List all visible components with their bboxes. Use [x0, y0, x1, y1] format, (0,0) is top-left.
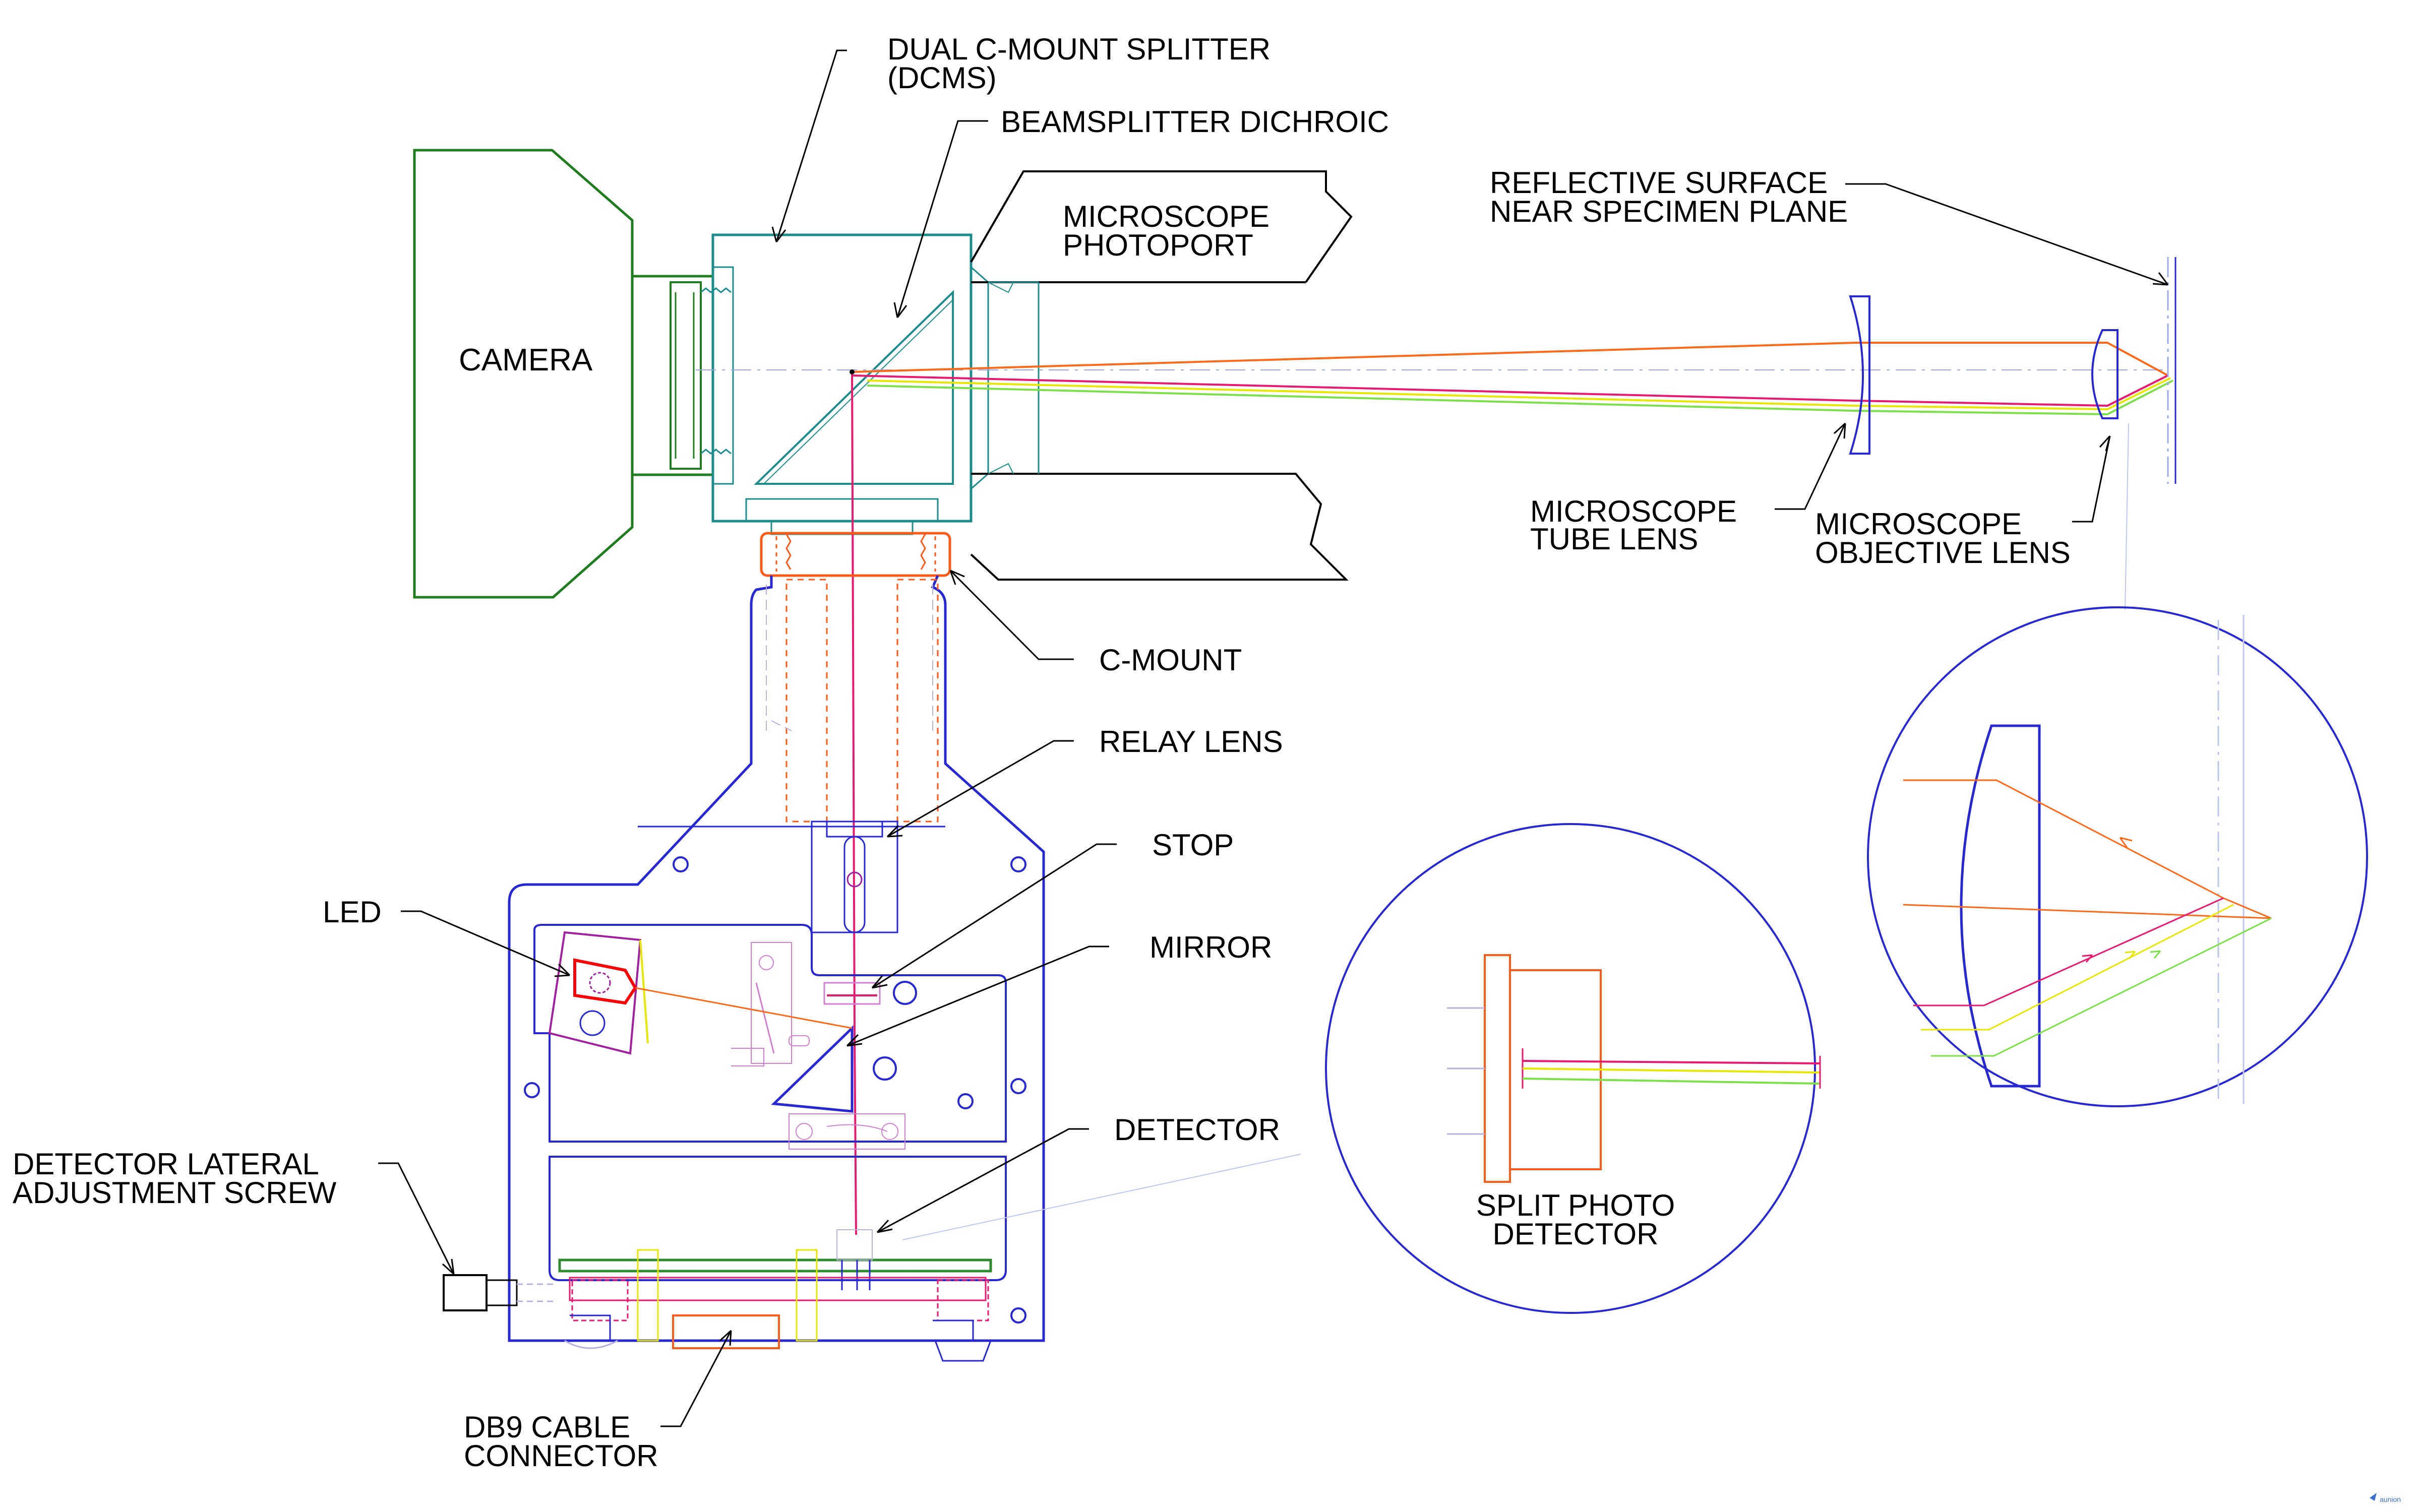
watermark-text: aunion [2380, 1495, 2401, 1503]
led-beam [635, 987, 853, 1029]
objective-label-line1: MICROSCOPE [1815, 507, 2022, 541]
mirror-element [771, 1025, 854, 1113]
housing-outline [508, 575, 1045, 1342]
adjustment-screw [443, 1274, 555, 1311]
detail-beam-magenta [1913, 897, 2224, 1006]
objective-lens [2091, 329, 2119, 419]
objective-label-line2: OBJECTIVE LENS [1815, 536, 2071, 570]
detector-detail-circle [1325, 823, 1821, 1314]
detector-housing [443, 575, 1301, 1362]
detail-beam-yellow [1921, 904, 2234, 1031]
split-detector-label-line1: SPLIT PHOTO [1476, 1188, 1675, 1222]
tube-lens [1849, 295, 1870, 455]
microscope-photoport [970, 170, 1353, 581]
split-detector-label-line2: DETECTOR [1493, 1217, 1659, 1251]
detail-beam-orange [1903, 779, 2272, 919]
reflective-surface [2125, 257, 2176, 610]
beam-magenta [852, 374, 2168, 407]
housing-screw-holes [524, 856, 1026, 1324]
cmount-label: C-MOUNT [1099, 643, 1242, 677]
stop-element [823, 982, 881, 1005]
camera-body [413, 149, 634, 599]
led-body [573, 958, 637, 1005]
split-beam-magenta [1522, 1060, 1821, 1064]
c-mount [760, 532, 951, 577]
dcms-splitter [711, 233, 989, 535]
leader-lines [378, 49, 2169, 1427]
db9-connector [672, 1314, 780, 1349]
beamsplitter-label: BEAMSPLITTER DICHROIC [1001, 105, 1389, 139]
beam-yellow [867, 377, 2171, 411]
annotation-labels: DUAL C-MOUNT SPLITTER (DCMS) BEAMSPLITTE… [13, 32, 2071, 1473]
stop-label: STOP [1152, 828, 1234, 862]
beam-orange [852, 342, 2168, 376]
beam-vertical-magenta [851, 372, 857, 1235]
photoport-label-line1: MICROSCOPE [1063, 200, 1269, 233]
relay-lens-label: RELAY LENS [1099, 725, 1283, 759]
led-label: LED [323, 895, 382, 929]
objective-detail-circle [1867, 606, 2368, 1107]
reflective-label-line2: NEAR SPECIMEN PLANE [1490, 195, 1848, 228]
split-beam-yellow [1522, 1067, 1821, 1074]
led-assembly [548, 931, 853, 1055]
db9-label-line1: DB9 CABLE [464, 1410, 630, 1444]
camera: CAMERA [413, 149, 732, 599]
screw-label-line1: DETECTOR LATERAL [13, 1147, 319, 1181]
screw-label-line2: ADJUSTMENT SCREW [13, 1176, 337, 1210]
beam-paths [696, 342, 2173, 1235]
relay-tube [785, 579, 939, 823]
tube-lens-label-line2: TUBE LENS [1530, 522, 1698, 556]
beam-green [867, 380, 2173, 416]
db9-label-line2: CONNECTOR [464, 1439, 658, 1473]
mirror-label: MIRROR [1150, 930, 1272, 964]
reflective-label-line1: REFLECTIVE SURFACE [1490, 166, 1828, 200]
detector-label: DETECTOR [1114, 1113, 1280, 1147]
split-beam-green [1522, 1078, 1821, 1085]
photoport-label-line2: PHOTOPORT [1063, 228, 1253, 262]
beamsplitter-prism [754, 290, 954, 485]
detector-chip [1484, 954, 1511, 1183]
detector-board [558, 1229, 992, 1342]
tube-lens-label-line1: MICROSCOPE [1530, 494, 1737, 528]
dcms-label-line2: (DCMS) [887, 61, 997, 95]
detail-beam-green [1931, 917, 2272, 1057]
camera-label: CAMERA [459, 343, 593, 377]
dcms-label-line1: DUAL C-MOUNT SPLITTER [887, 32, 1270, 66]
watermark-logo: aunion [2370, 1493, 2401, 1503]
